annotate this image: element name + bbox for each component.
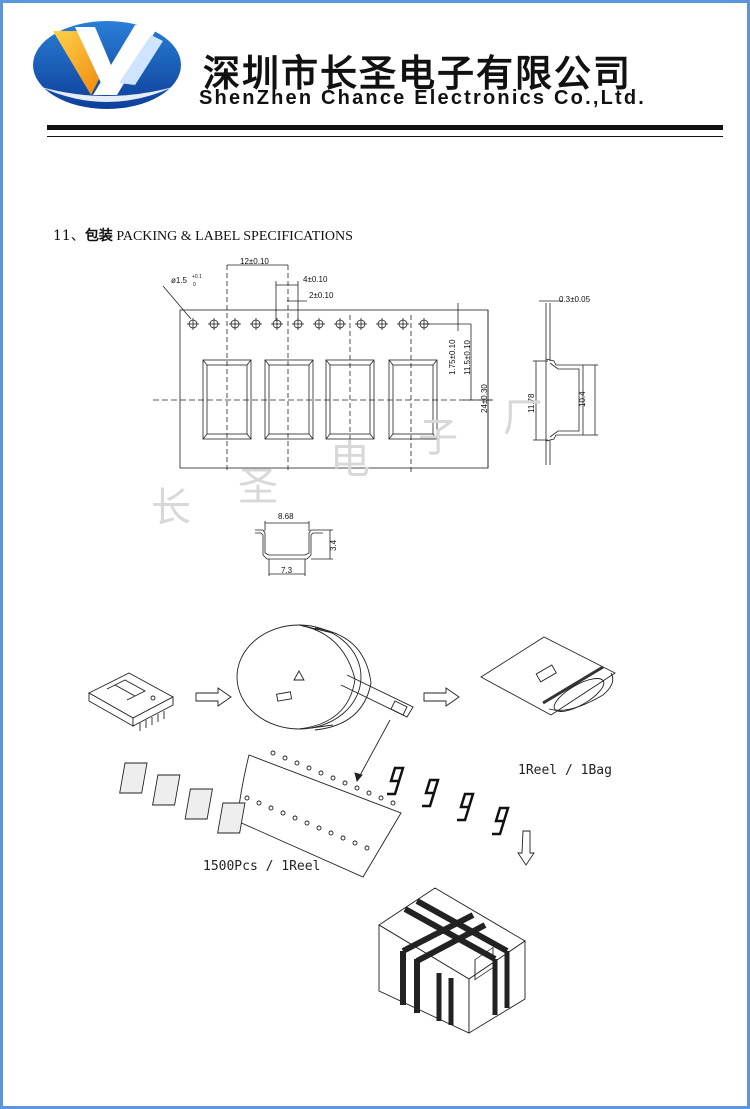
dim-tape-width: 24±0.30 <box>480 384 489 413</box>
header-rule-thick <box>47 125 723 130</box>
watermark-char: 电 <box>330 437 370 483</box>
section-title-cn: 包装 <box>84 228 113 244</box>
bag-drawing <box>480 636 616 716</box>
dim-pocket-outer: 11.78 <box>527 393 536 413</box>
watermark-char: 厂 <box>503 395 543 441</box>
pocket-cross-section <box>255 521 333 576</box>
dim-pitch: 12±0.10 <box>240 257 269 266</box>
bag-caption: 1Reel / 1Bag <box>518 763 612 778</box>
company-logo <box>33 21 181 113</box>
company-name-cn: 深圳市长圣电子有限公司 <box>203 52 632 95</box>
carton-box-drawing <box>378 887 526 1034</box>
watermark-char: 长 <box>151 485 191 531</box>
dim-hole-pitch: 4±0.10 <box>303 275 328 284</box>
dim-hole-tol-minus: 0 <box>193 282 196 288</box>
section-number: 11、 <box>53 228 85 244</box>
packing-drawings: ø1.5 +0.1 0 12±0.10 4±0.10 2±0.10 1.75±0… <box>88 257 616 1034</box>
flow-arrow <box>423 687 460 707</box>
flow-arrow-down <box>517 830 535 866</box>
led-component-drawing <box>88 672 174 731</box>
tape-strip-drawing <box>119 750 510 878</box>
leader-line <box>356 719 391 782</box>
watermark-char: 子 <box>418 415 458 461</box>
section-title: 11、包装 PACKING & LABEL SPECIFICATIONS <box>53 225 353 245</box>
dim-hole-diameter: ø1.5 <box>171 276 188 285</box>
dim-hole-tol-plus: +0.1 <box>192 274 202 280</box>
header-rule-thin <box>47 136 723 137</box>
reel-caption: 1500Pcs / 1Reel <box>203 859 320 874</box>
dim-hole-to-pocket: 2±0.10 <box>309 291 334 300</box>
flow-arrow <box>195 687 232 707</box>
tape-side-view <box>533 300 598 465</box>
dim-pocket-bottom: 7.3 <box>281 566 293 575</box>
dim-pocket-width: 8.68 <box>278 512 294 521</box>
section-title-en: PACKING & LABEL SPECIFICATIONS <box>116 229 353 244</box>
dim-edge-to-hole: 1.75±0.10 <box>448 339 457 375</box>
dim-hole-to-center: 11.5±0.10 <box>463 340 472 375</box>
packing-captions: 1Reel / 1Bag 1500Pcs / 1Reel <box>203 763 612 874</box>
watermark-char: 圣 <box>238 464 278 510</box>
company-header: 深圳市长圣电子有限公司 ShenZhen Chance Electronics … <box>3 3 747 143</box>
company-name-en: ShenZhen Chance Electronics Co.,Ltd. <box>199 87 647 109</box>
sprocket-holes <box>187 317 431 331</box>
dimension-labels: ø1.5 +0.1 0 12±0.10 4±0.10 2±0.10 1.75±0… <box>171 257 591 575</box>
reel-drawing <box>236 624 414 731</box>
dim-thickness: 0.3±0.05 <box>559 295 591 304</box>
dim-pocket-depth: 3.4 <box>329 539 338 551</box>
dim-pocket-inner: 10.4 <box>578 391 587 407</box>
watermark: 长 圣 电 子 厂 <box>151 395 543 531</box>
